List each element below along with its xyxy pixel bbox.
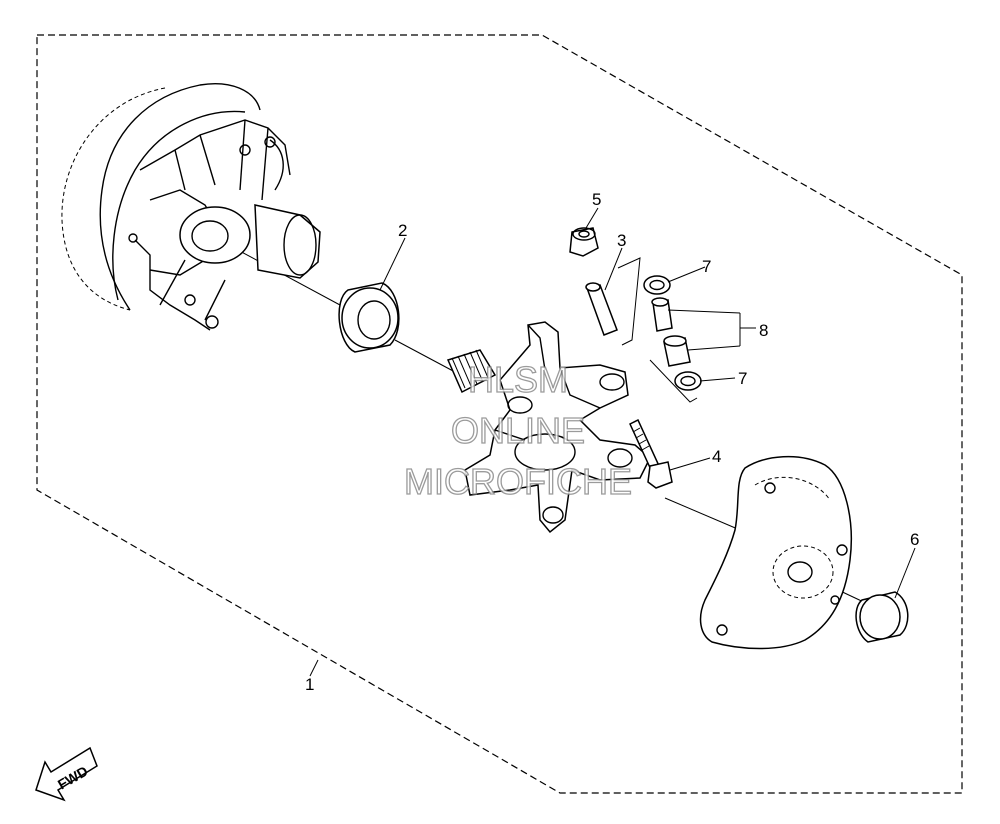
callout-7-upper: 7	[702, 257, 711, 276]
bolt-4-drawing	[629, 418, 673, 489]
group-bracket	[617, 257, 641, 346]
roller-8a-drawing	[651, 297, 673, 332]
bushing-6-drawing	[855, 591, 909, 643]
roller-8b-drawing	[663, 335, 691, 367]
callout-6: 6	[910, 530, 919, 549]
axis-line	[664, 497, 741, 531]
assembly-boundary	[36, 34, 963, 794]
bushing-2-drawing	[338, 282, 400, 353]
washer-7a-drawing	[643, 275, 671, 295]
watermark-line-1: HLSM	[468, 359, 568, 400]
callout-4: 4	[712, 447, 721, 466]
axis-line	[394, 339, 456, 373]
watermark-line-3: MICROFICHE	[404, 461, 632, 502]
callout-3: 3	[617, 231, 626, 250]
fwd-arrow-icon: FWD	[35, 746, 98, 802]
cover-plate-drawing	[699, 455, 853, 650]
callout-2: 2	[398, 221, 407, 240]
washer-7b-drawing	[674, 371, 702, 391]
callout-5: 5	[592, 190, 601, 209]
primary-sheave-drawing	[61, 83, 321, 331]
callout-1: 1	[305, 675, 314, 694]
spider-assembly-drawing	[446, 321, 651, 534]
leader-lines	[309, 207, 916, 677]
callout-8: 8	[759, 321, 768, 340]
watermark: HLSM ONLINE MICROFICHE	[403, 358, 632, 502]
watermark-line-2: ONLINE	[451, 410, 585, 451]
callout-7-lower: 7	[738, 369, 747, 388]
group-bracket	[649, 359, 698, 403]
nut-5-drawing	[569, 227, 599, 257]
pin-3-drawing	[585, 282, 618, 336]
